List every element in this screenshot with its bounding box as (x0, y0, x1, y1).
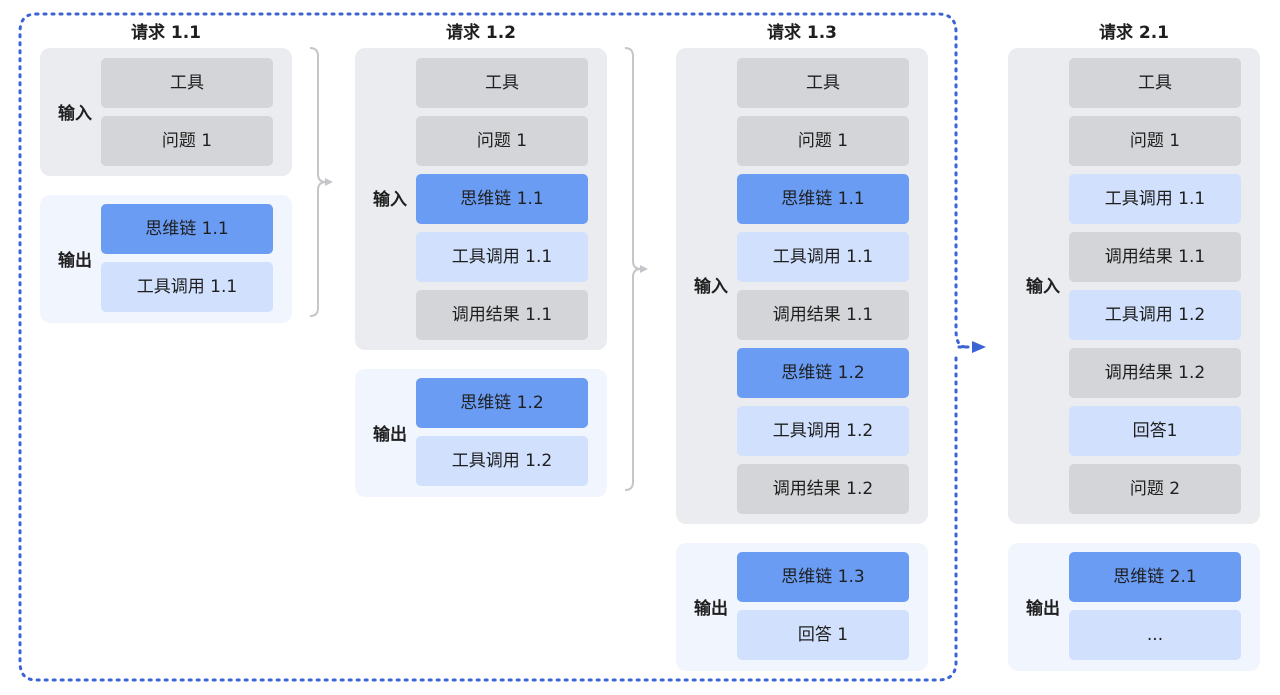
column-title: 请求 2.1 (1098, 23, 1170, 43)
diagram-box: 问题 1 (737, 116, 909, 166)
diagram-box: ... (1069, 610, 1241, 660)
diagram-box: 工具 (101, 58, 273, 108)
dotted-arrow-right-icon (957, 341, 986, 353)
diagram-box: 回答1 (1069, 406, 1241, 456)
diagram-box: 工具调用 1.1 (416, 232, 588, 282)
diagram-box: 问题 2 (1069, 464, 1241, 514)
diagram-box: 工具调用 1.1 (101, 262, 273, 312)
diagram-box: 工具 (416, 58, 588, 108)
input-panel: 输入 工具 问题 1 思维链 1.1 工具调用 1.1 调用结果 1.1 (355, 48, 607, 350)
column-title: 请求 1.2 (445, 23, 517, 43)
output-label: 输出 (58, 251, 92, 271)
diagram-box: 工具调用 1.1 (1069, 174, 1241, 224)
input-panel: 输入 工具 问题 1 (40, 48, 292, 176)
diagram-box: 思维链 1.1 (101, 204, 273, 254)
diagram-box: 工具 (1069, 58, 1241, 108)
diagram-box: 工具调用 1.1 (737, 232, 909, 282)
diagram-box: 调用结果 1.1 (416, 290, 588, 340)
diagram-box: 思维链 1.2 (416, 378, 588, 428)
diagram-box: 调用结果 1.1 (737, 290, 909, 340)
diagram-box: 调用结果 1.2 (737, 464, 909, 514)
right-brace-arrow-icon (624, 47, 648, 491)
diagram-box: 思维链 1.2 (737, 348, 909, 398)
output-label: 输出 (694, 599, 728, 619)
diagram-box: 调用结果 1.1 (1069, 232, 1241, 282)
input-label: 输入 (694, 277, 728, 297)
output-panel: 输出 思维链 2.1 ... (1008, 543, 1260, 671)
diagram-box: 工具 (737, 58, 909, 108)
input-panel: 输入 工具 问题 1 工具调用 1.1 调用结果 1.1 工具调用 1.2 调用… (1008, 48, 1260, 524)
dotted-group-border (18, 12, 968, 682)
diagram-box: 调用结果 1.2 (1069, 348, 1241, 398)
diagram-box: 问题 1 (1069, 116, 1241, 166)
diagram-box: 问题 1 (416, 116, 588, 166)
output-panel: 输出 思维链 1.1 工具调用 1.1 (40, 195, 292, 323)
diagram-box: 思维链 1.3 (737, 552, 909, 602)
diagram-box: 工具调用 1.2 (1069, 290, 1241, 340)
input-panel: 输入 工具 问题 1 思维链 1.1 工具调用 1.1 调用结果 1.1 思维链… (676, 48, 928, 524)
column-title: 请求 1.1 (130, 23, 202, 43)
diagram-box: 问题 1 (101, 116, 273, 166)
output-label: 输出 (373, 425, 407, 445)
output-panel: 输出 思维链 1.3 回答 1 (676, 543, 928, 671)
input-label: 输入 (58, 104, 92, 124)
diagram-box: 思维链 2.1 (1069, 552, 1241, 602)
diagram-box: 思维链 1.1 (416, 174, 588, 224)
diagram-box: 工具调用 1.2 (737, 406, 909, 456)
input-label: 输入 (1026, 277, 1060, 297)
input-label: 输入 (373, 190, 407, 210)
diagram-box: 回答 1 (737, 610, 909, 660)
diagram-box: 工具调用 1.2 (416, 436, 588, 486)
column-title: 请求 1.3 (766, 23, 838, 43)
right-brace-arrow-icon (309, 47, 333, 317)
diagram-box: 思维链 1.1 (737, 174, 909, 224)
output-panel: 输出 思维链 1.2 工具调用 1.2 (355, 369, 607, 497)
output-label: 输出 (1026, 599, 1060, 619)
